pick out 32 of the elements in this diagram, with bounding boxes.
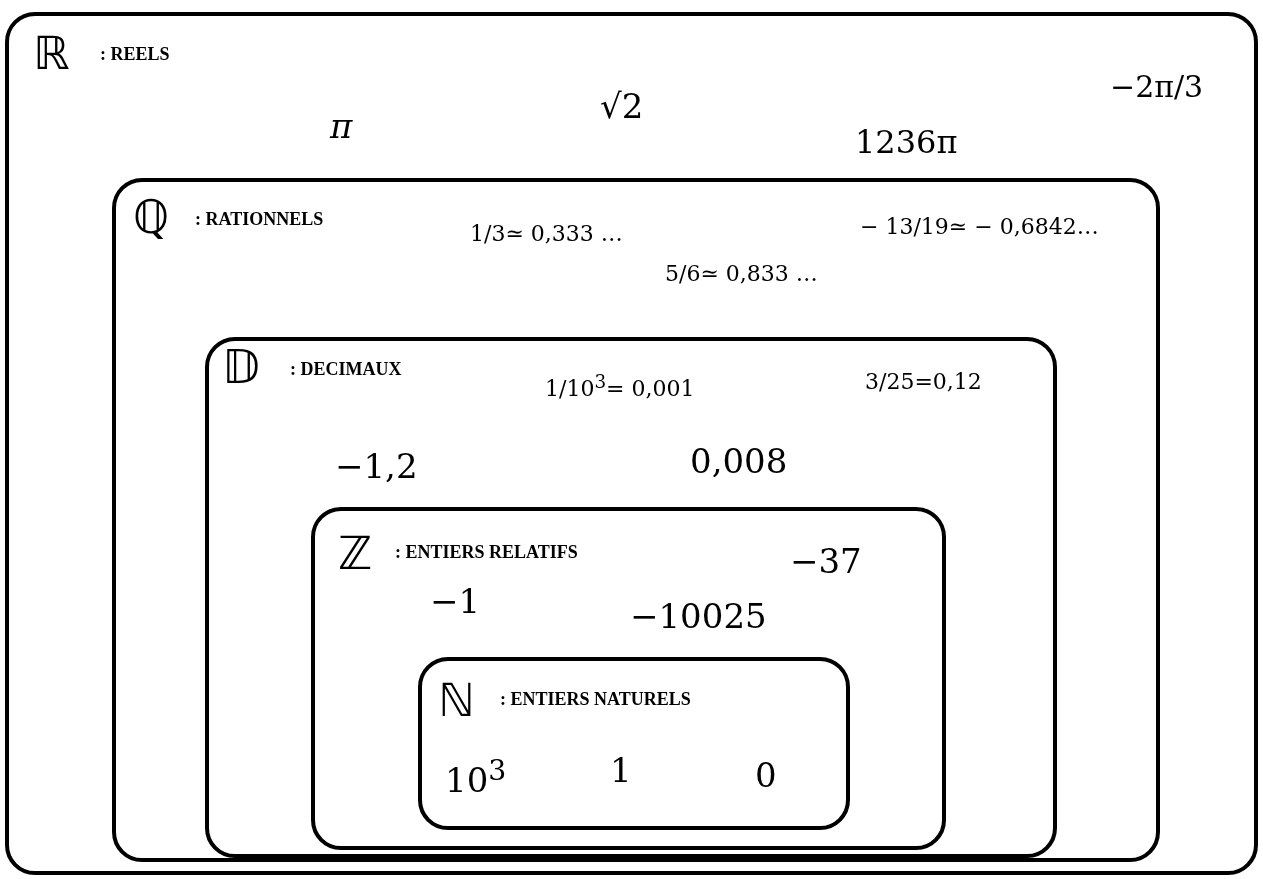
number-example: −2π/3	[1110, 70, 1204, 103]
number-example: π	[330, 108, 353, 146]
set-box	[112, 178, 1160, 862]
set-symbol: 𝔻	[222, 342, 260, 393]
number-example: −1,2	[335, 448, 418, 486]
number-example: − 13/19≃ − 0,6842…	[860, 215, 1099, 240]
number-example: −10025	[630, 598, 767, 636]
set-name: : DECIMAUX	[290, 360, 402, 380]
number-example: 0,008	[690, 443, 788, 481]
number-example: 1/3≃ 0,333 …	[470, 222, 623, 247]
set-symbol: ℤ	[338, 528, 373, 579]
number-example: 10$^{3}$	[445, 755, 507, 800]
set-symbol: ℚ	[133, 192, 170, 243]
number-example: 1/10$^{3}$= 0,001	[545, 372, 695, 402]
set-box	[205, 337, 1057, 858]
set-symbol: ℝ	[33, 28, 70, 79]
number-example: −37	[790, 543, 862, 581]
set-box	[5, 12, 1258, 875]
set-box	[311, 507, 946, 850]
set-symbol: ℕ	[438, 675, 475, 726]
number-example: 1	[610, 752, 632, 790]
number-example: 0	[755, 757, 777, 795]
set-name: : ENTIERS NATURELS	[500, 690, 691, 710]
number-example: √2	[600, 88, 644, 126]
number-example: 1236π	[855, 125, 958, 161]
set-name: : REELS	[100, 45, 170, 65]
number-example: 3/25=0,12	[865, 370, 982, 395]
set-box	[418, 657, 850, 830]
number-example: 5/6≃ 0,833 …	[665, 262, 818, 287]
set-name: : RATIONNELS	[195, 210, 324, 230]
set-name: : ENTIERS RELATIFS	[395, 543, 578, 563]
number-example: −1	[430, 583, 481, 621]
